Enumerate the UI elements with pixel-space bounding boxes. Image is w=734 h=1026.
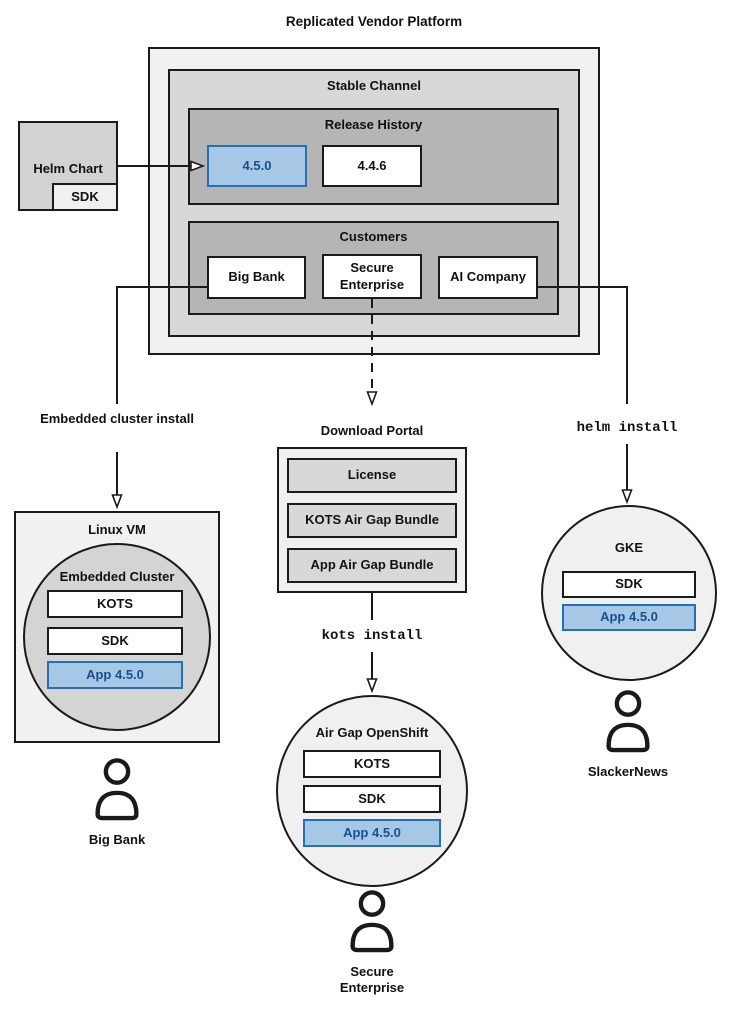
release-4-5-0: 4.5.0: [207, 145, 307, 187]
gke-title: GKE: [614, 540, 644, 555]
embedded-sdk-box: SDK: [47, 627, 183, 655]
customer-label: Secure Enterprise: [339, 260, 405, 292]
sdk-label: SDK: [358, 790, 386, 806]
linux-vm-title: Linux VM: [88, 522, 146, 537]
helm-chart-title: Helm Chart: [33, 161, 103, 176]
sdk-label: SDK: [615, 576, 643, 592]
user-slackernews-label: SlackerNews: [587, 764, 669, 779]
release-version-label: 4.4.6: [357, 157, 387, 173]
release-history-title: Release History: [324, 117, 423, 132]
kots-label: KOTS: [353, 755, 391, 771]
customer-ai-company: AI Company: [438, 256, 538, 299]
openshift-title: Air Gap OpenShift: [315, 725, 429, 740]
release-version-label: 4.5.0: [242, 157, 272, 173]
platform-title: Replicated Vendor Platform: [285, 14, 463, 29]
kots-label: KOTS: [96, 595, 134, 611]
customers-title: Customers: [339, 229, 408, 244]
embedded-kots-box: KOTS: [47, 590, 183, 618]
portal-license-box: License: [287, 458, 457, 493]
app-version-label: App 4.5.0: [600, 609, 658, 625]
portal-kots-bundle-box: KOTS Air Gap Bundle: [287, 503, 457, 538]
user-icon: [350, 890, 394, 953]
user-icon: [95, 758, 139, 821]
customer-label: Big Bank: [228, 269, 285, 285]
kots-bundle-label: KOTS Air Gap Bundle: [305, 512, 439, 528]
embedded-cluster-install-label: Embedded cluster install: [40, 411, 194, 426]
portal-app-bundle-box: App Air Gap Bundle: [287, 548, 457, 583]
gke-sdk-box: SDK: [562, 571, 696, 598]
user-secure-enterprise-label: Secure Enterprise: [339, 964, 405, 996]
embedded-app-box: App 4.5.0: [47, 661, 183, 689]
sdk-label: SDK: [101, 632, 129, 648]
openshift-sdk-box: SDK: [303, 785, 441, 813]
download-portal-title: Download Portal: [320, 423, 424, 438]
gke-app-box: App 4.5.0: [562, 604, 696, 631]
helm-sdk-box: SDK: [52, 183, 118, 211]
app-bundle-label: App Air Gap Bundle: [310, 557, 434, 573]
app-version-label: App 4.5.0: [343, 824, 401, 840]
kots-install-label: kots install: [321, 628, 423, 644]
openshift-app-box: App 4.5.0: [303, 819, 441, 847]
embedded-cluster-title: Embedded Cluster: [59, 569, 175, 584]
customer-label: AI Company: [450, 269, 526, 285]
customer-big-bank: Big Bank: [207, 256, 306, 299]
openshift-kots-box: KOTS: [303, 750, 441, 778]
license-label: License: [347, 467, 397, 483]
app-version-label: App 4.5.0: [86, 666, 144, 682]
sdk-label: SDK: [71, 188, 99, 204]
release-4-4-6: 4.4.6: [322, 145, 422, 187]
helm-install-label: helm install: [576, 420, 678, 436]
customer-secure-enterprise: Secure Enterprise: [322, 254, 422, 299]
user-big-bank-label: Big Bank: [88, 832, 146, 847]
user-icon: [606, 690, 650, 753]
stable-channel-title: Stable Channel: [327, 78, 421, 93]
